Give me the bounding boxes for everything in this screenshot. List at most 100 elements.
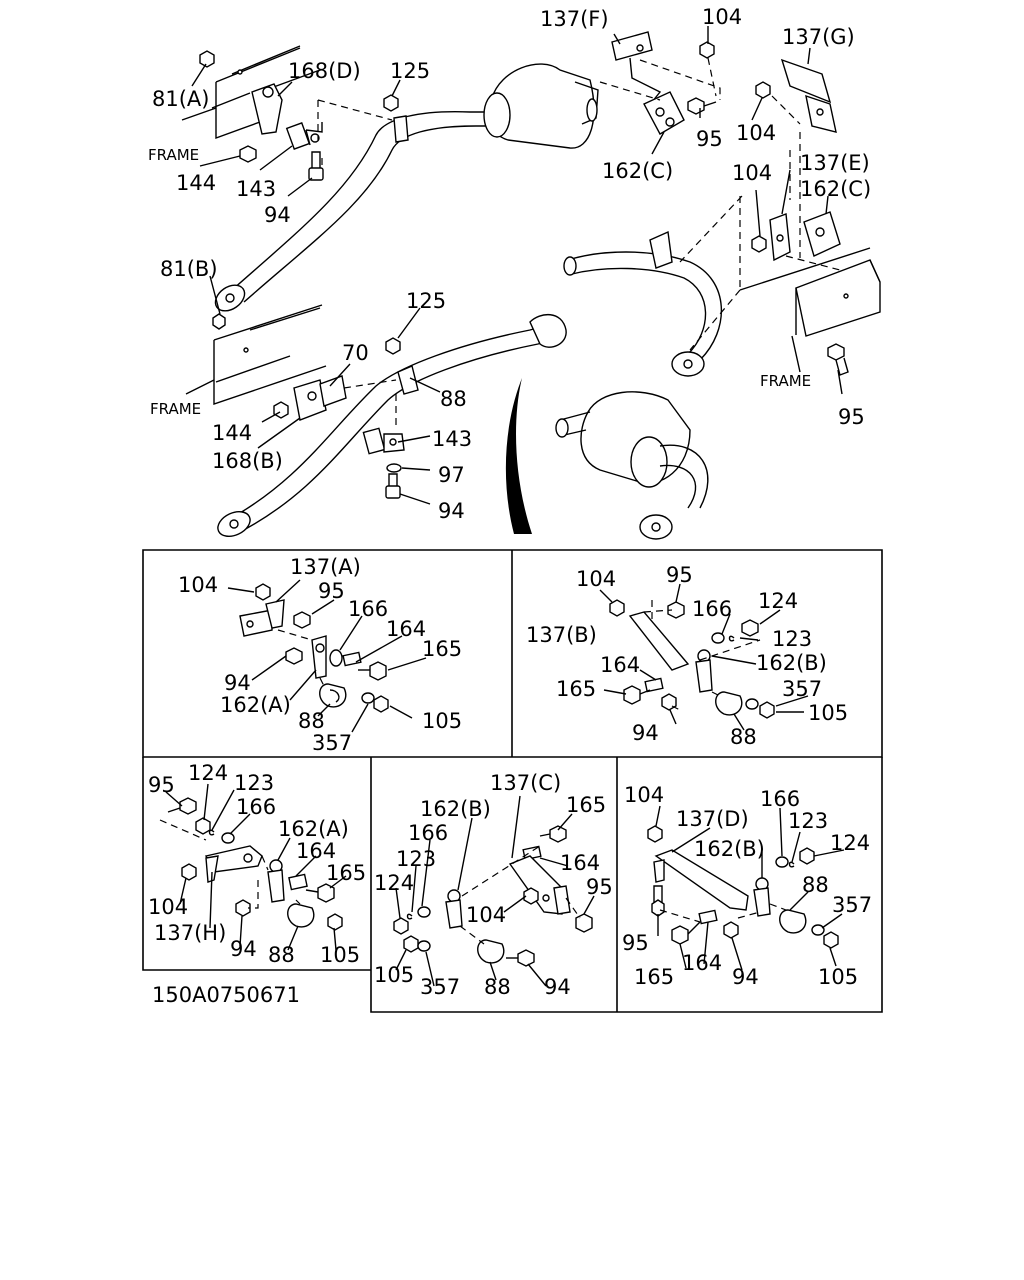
detail-b: 104 95 166 124 137(B) 123 164 162(B) 165…: [526, 563, 848, 749]
frame-rail-right: [739, 247, 881, 337]
bolt-94-upper: [308, 151, 324, 181]
label-h-105: 105: [320, 943, 360, 967]
label-h-164: 164: [296, 839, 336, 863]
label-88-lower: 88: [440, 387, 467, 411]
label-a-162a: 162(A): [220, 693, 291, 717]
muffler-lower: [555, 391, 709, 540]
label-137g: 137(G): [782, 25, 855, 49]
label-b-104: 104: [576, 567, 616, 591]
label-h-95: 95: [148, 773, 175, 797]
label-95-right: 95: [838, 405, 865, 429]
label-h-165: 165: [326, 861, 366, 885]
label-104-mid: 104: [732, 161, 772, 185]
label-162c-right: 162(C): [800, 177, 871, 201]
bolt-95-upper: [687, 97, 717, 115]
label-c-137c: 137(C): [490, 771, 561, 795]
label-104-top: 104: [702, 5, 742, 29]
bracket-137g: [780, 58, 837, 133]
label-97: 97: [438, 463, 465, 487]
label-h-162a: 162(A): [278, 817, 349, 841]
label-c-94: 94: [544, 975, 571, 999]
label-h-123: 123: [234, 771, 274, 795]
detail-a: 104 137(A) 95 166 164 165 94 162(A) 88 3…: [178, 555, 462, 755]
label-168d: 168(D): [288, 59, 361, 83]
label-a-357: 357: [312, 731, 352, 755]
label-b-88: 88: [730, 725, 757, 749]
label-d-88: 88: [802, 873, 829, 897]
nut-104-upper: [699, 41, 715, 59]
label-a-166: 166: [348, 597, 388, 621]
label-d-94: 94: [732, 965, 759, 989]
label-h-94: 94: [230, 937, 257, 961]
label-h-166: 166: [236, 795, 276, 819]
label-c-104: 104: [466, 903, 506, 927]
label-137e: 137(E): [800, 151, 870, 175]
label-d-104: 104: [624, 783, 664, 807]
label-a-164: 164: [386, 617, 426, 641]
label-c-124: 124: [374, 871, 414, 895]
bracket-137e: [769, 213, 791, 262]
label-d-95: 95: [622, 931, 649, 955]
nut-144-upper: [239, 145, 257, 163]
label-b-105: 105: [808, 701, 848, 725]
drawing-id: 150A0750671: [152, 983, 300, 1007]
label-a-137a: 137(A): [290, 555, 361, 579]
label-143-lower: 143: [432, 427, 472, 451]
label-d-165: 165: [634, 965, 674, 989]
direction-marker: [505, 378, 532, 534]
main-leaders: [181, 26, 843, 505]
label-b-166: 166: [692, 597, 732, 621]
nut-144-lower: [273, 401, 289, 419]
main-exhaust-view: FRAME FRAME FRAME 81(A) 168(D) 125 144 1…: [148, 5, 881, 540]
label-c-357: 357: [420, 975, 460, 999]
label-d-162b: 162(B): [694, 837, 765, 861]
label-d-164: 164: [682, 951, 722, 975]
label-c-162b: 162(B): [420, 797, 491, 821]
detail-panels: [142, 549, 883, 1013]
detail-d: 104 137(D) 166 123 162(B) 124 88 357 95 …: [622, 783, 872, 989]
label-d-123: 123: [788, 809, 828, 833]
nut-81a: [199, 50, 215, 68]
label-c-123: 123: [396, 847, 436, 871]
nut-104-right: [755, 81, 771, 99]
bolt-95-right: [827, 343, 849, 376]
label-h-88: 88: [268, 943, 295, 967]
label-b-357: 357: [782, 677, 822, 701]
label-143-upper: 143: [236, 177, 276, 201]
detail-c: 137(C) 162(B) 165 166 123 164 124 95 104…: [374, 771, 613, 999]
bracket-168b: [293, 375, 347, 421]
label-h-124: 124: [188, 761, 228, 785]
label-a-104: 104: [178, 573, 218, 597]
label-c-88: 88: [484, 975, 511, 999]
bolt-94-lower: [385, 473, 401, 499]
label-b-94: 94: [632, 721, 659, 745]
label-125-lower: 125: [406, 289, 446, 313]
muffler-upper: [483, 63, 599, 149]
label-c-95: 95: [586, 875, 613, 899]
label-95-top: 95: [696, 127, 723, 151]
frame-rail-upper-left: [211, 45, 321, 139]
label-104-right: 104: [736, 121, 776, 145]
frame-rail-lower-left: [213, 304, 327, 405]
label-162c-upper: 162(C): [602, 159, 673, 183]
label-168b: 168(B): [212, 449, 283, 473]
tail-pipe-right: [563, 230, 722, 377]
front-exhaust-pipe-lower: [217, 314, 567, 537]
label-125-upper: 125: [390, 59, 430, 83]
label-a-95: 95: [318, 579, 345, 603]
label-d-357: 357: [832, 893, 872, 917]
label-d-166: 166: [760, 787, 800, 811]
label-137f: 137(F): [540, 7, 609, 31]
label-a-165: 165: [422, 637, 462, 661]
label-b-137b: 137(B): [526, 623, 597, 647]
label-70: 70: [342, 341, 369, 365]
label-81a: 81(A): [152, 87, 209, 111]
label-a-88: 88: [298, 709, 325, 733]
label-b-164: 164: [600, 653, 640, 677]
label-c-166: 166: [408, 821, 448, 845]
label-b-123: 123: [772, 627, 812, 651]
frame-label-upper-left: FRAME: [148, 146, 199, 164]
label-h-104: 104: [148, 895, 188, 919]
label-94-lower: 94: [438, 499, 465, 523]
